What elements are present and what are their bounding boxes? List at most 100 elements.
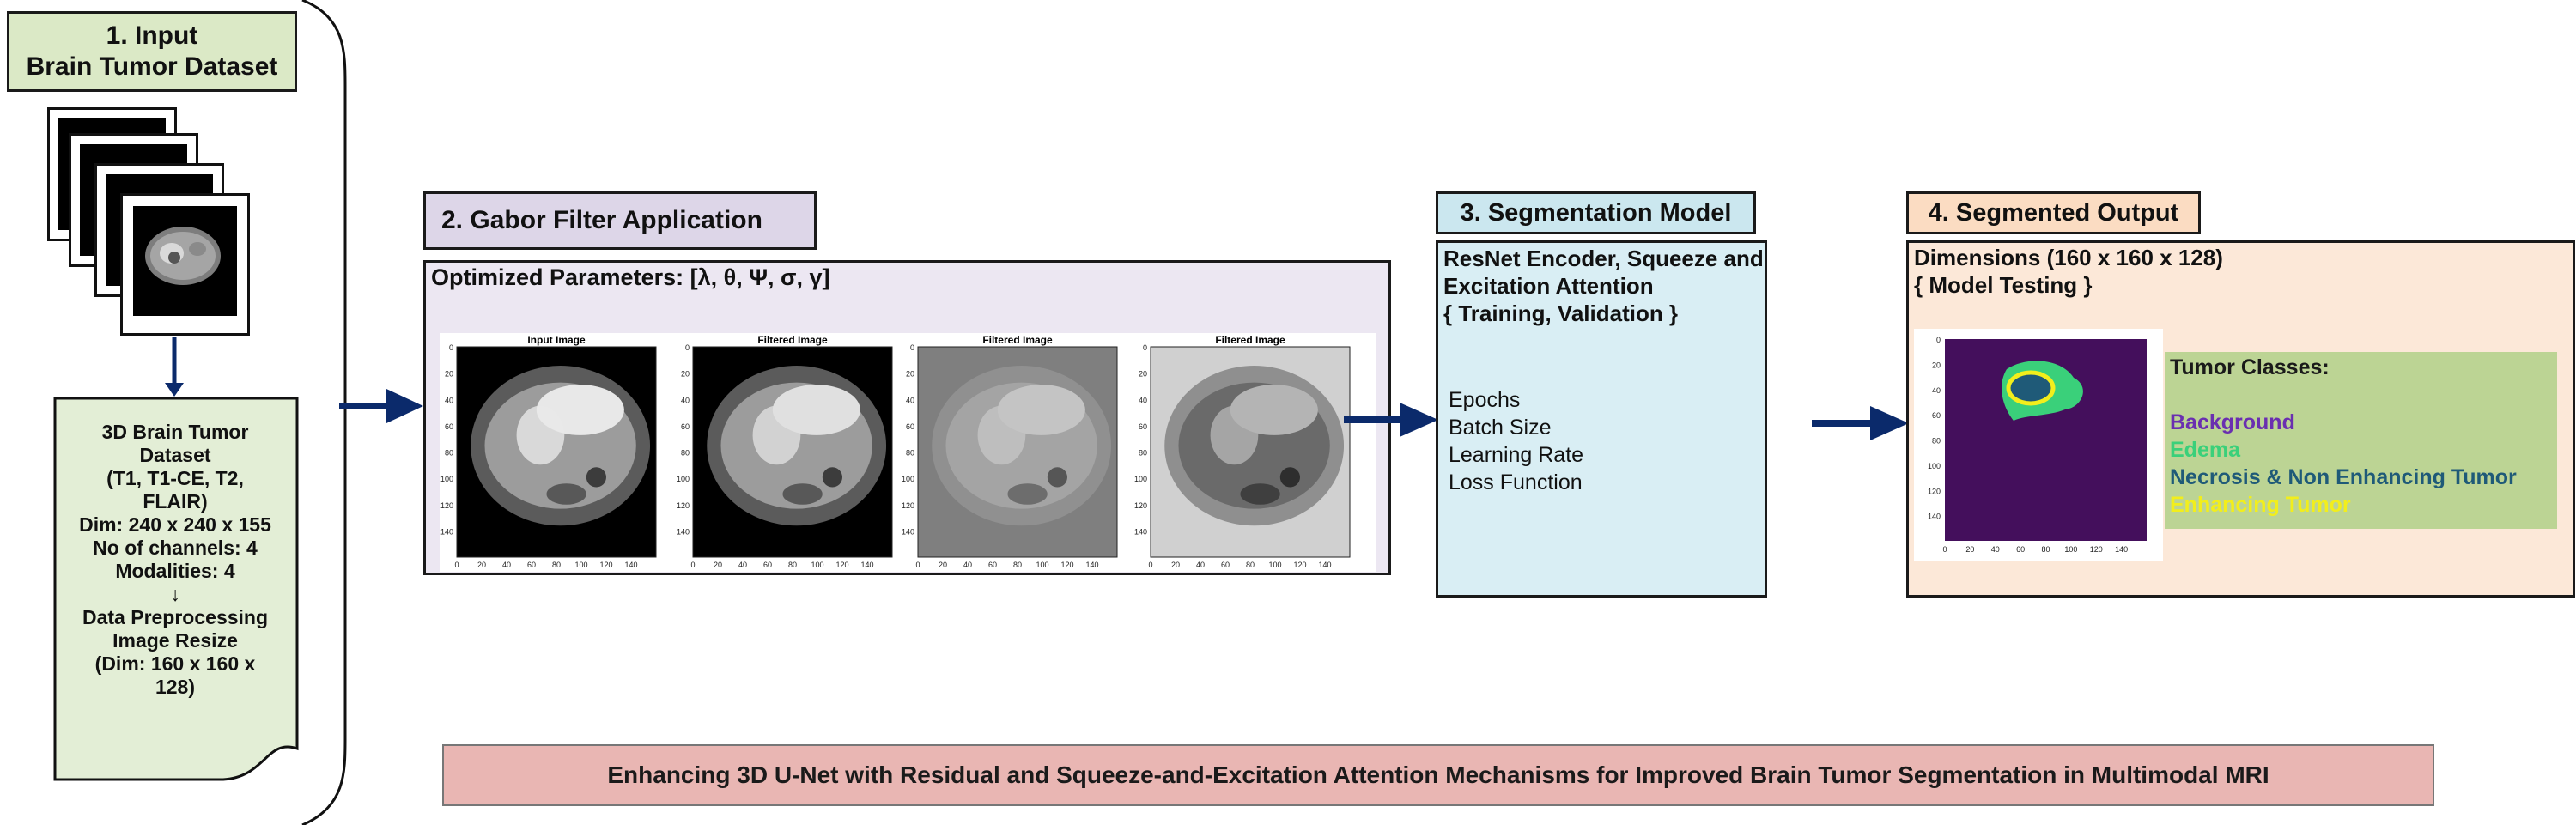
- input-details-box: [53, 397, 299, 781]
- x-tick-label: 0: [1148, 561, 1152, 569]
- segmentation-desc-line: { Training, Validation }: [1443, 300, 1679, 326]
- y-tick-label: 20: [906, 370, 914, 379]
- segmentation-image: [1945, 339, 2147, 541]
- y-tick-label: 0: [1143, 343, 1147, 352]
- y-tick-label: 40: [445, 396, 453, 404]
- x-tick-label: 100: [1036, 561, 1048, 569]
- input-detail-line: Dim: 240 x 240 x 155: [79, 513, 271, 536]
- output-panel: Dimensions (160 x 160 x 128) { Model Tes…: [1906, 240, 2575, 598]
- segmentation-param: Learning Rate: [1449, 443, 1584, 467]
- input-header-line2: Brain Tumor Dataset: [26, 52, 278, 81]
- segmentation-description: ResNet Encoder, Squeeze and Excitation A…: [1443, 245, 1764, 327]
- x-tick-label: 20: [1965, 545, 1974, 554]
- output-dims: Dimensions (160 x 160 x 128): [1914, 245, 2223, 270]
- y-tick-label: 0: [910, 343, 914, 352]
- y-tick-label: 80: [906, 449, 914, 458]
- tile-title: Input Image: [527, 334, 586, 346]
- y-tick-label: 120: [1134, 501, 1147, 510]
- y-tick-label: 100: [677, 475, 690, 483]
- segmentation-header: 3. Segmentation Model: [1436, 191, 1756, 234]
- output-testing: { Model Testing }: [1914, 272, 2093, 298]
- y-tick-label: 0: [685, 343, 690, 352]
- segmentation-param: Epochs: [1449, 388, 1521, 412]
- x-tick-label: 40: [1991, 545, 2000, 554]
- x-tick-label: 20: [939, 561, 947, 569]
- x-tick-label: 120: [2090, 545, 2103, 554]
- y-tick-label: 60: [681, 422, 690, 431]
- x-tick-label: 140: [624, 561, 637, 569]
- tumor-classes-title: Tumor Classes:: [2170, 355, 2330, 379]
- y-tick-label: 40: [906, 396, 914, 404]
- x-tick-label: 0: [454, 561, 459, 569]
- figure-title-box: Enhancing 3D U-Net with Residual and Squ…: [442, 744, 2434, 806]
- y-tick-label: 100: [902, 475, 914, 483]
- y-tick-label: 60: [1932, 411, 1941, 420]
- arrow-to-output: [1812, 406, 1909, 440]
- x-tick-label: 120: [1060, 561, 1073, 569]
- y-tick-label: 80: [1932, 437, 1941, 446]
- x-tick-label: 80: [1246, 561, 1255, 569]
- input-details: 3D Brain Tumor Dataset (T1, T1-CE, T2, F…: [58, 421, 292, 699]
- x-tick-label: 120: [1293, 561, 1306, 569]
- class-necrosis: Necrosis & Non Enhancing Tumor: [2170, 465, 2517, 489]
- y-tick-label: 0: [1936, 336, 1941, 344]
- y-tick-label: 100: [440, 475, 453, 483]
- x-tick-label: 100: [2064, 545, 2077, 554]
- gabor-images: Input Image 0 20 40 60 80 100 120 140 0 20 40 60 80 10…: [440, 334, 1351, 569]
- gabor-tile-image: [1150, 346, 1351, 558]
- x-tick-label: 140: [860, 561, 873, 569]
- input-bracket: [301, 0, 347, 825]
- y-tick-label: 100: [1134, 475, 1147, 483]
- x-tick-label: 20: [714, 561, 722, 569]
- y-tick-label: 140: [440, 527, 453, 536]
- y-tick-label: 140: [677, 527, 690, 536]
- y-tick-label: 140: [1134, 527, 1147, 536]
- segmentation-desc-line: Excitation Attention: [1443, 273, 1654, 299]
- y-tick-label: 40: [681, 396, 690, 404]
- x-tick-label: 0: [1942, 545, 1947, 554]
- input-header-line1: 1. Input: [106, 21, 198, 50]
- input-detail-line: Dataset: [139, 444, 211, 466]
- segmentation-desc-line: ResNet Encoder, Squeeze and: [1443, 246, 1764, 271]
- y-tick-label: 140: [1928, 513, 1941, 521]
- tile-title: Filtered Image: [1215, 334, 1285, 346]
- arrow-to-segmentation: [1344, 403, 1438, 437]
- y-tick-label: 120: [1928, 487, 1941, 495]
- x-tick-label: 140: [1318, 561, 1331, 569]
- y-tick-label: 0: [449, 343, 453, 352]
- gabor-header: 2. Gabor Filter Application: [423, 191, 817, 250]
- mri-slice-4: [120, 193, 250, 336]
- input-detail-line: 3D Brain Tumor: [101, 421, 249, 443]
- class-background: Background: [2170, 410, 2295, 434]
- class-enhancing: Enhancing Tumor: [2170, 493, 2351, 517]
- y-tick-label: 20: [445, 370, 453, 379]
- y-tick-label: 140: [902, 527, 914, 536]
- y-tick-label: 20: [1139, 370, 1147, 379]
- x-tick-label: 60: [988, 561, 997, 569]
- x-tick-label: 140: [1085, 561, 1098, 569]
- y-tick-label: 60: [1139, 422, 1147, 431]
- x-tick-label: 0: [690, 561, 695, 569]
- y-tick-label: 60: [445, 422, 453, 431]
- output-header: 4. Segmented Output: [1906, 191, 2201, 234]
- gabor-header-label: 2. Gabor Filter Application: [441, 206, 762, 234]
- input-detail-arrow: ↓: [170, 583, 180, 605]
- segmentation-params: Epochs Batch Size Learning Rate Loss Fun…: [1449, 386, 1583, 496]
- x-tick-label: 140: [2115, 545, 2128, 554]
- x-tick-label: 0: [915, 561, 920, 569]
- input-detail-line: Image Resize: [112, 629, 238, 652]
- x-tick-label: 20: [477, 561, 486, 569]
- x-tick-label: 120: [835, 561, 848, 569]
- x-tick-label: 40: [502, 561, 511, 569]
- segmentation-header-label: 3. Segmentation Model: [1460, 198, 1732, 227]
- y-tick-label: 120: [440, 501, 453, 510]
- tile-title: Filtered Image: [757, 334, 828, 346]
- x-tick-label: 60: [763, 561, 772, 569]
- y-tick-label: 80: [1139, 449, 1147, 458]
- x-tick-label: 100: [1268, 561, 1281, 569]
- output-header-label: 4. Segmented Output: [1928, 198, 2179, 227]
- y-tick-label: 120: [902, 501, 914, 510]
- x-tick-label: 60: [1221, 561, 1230, 569]
